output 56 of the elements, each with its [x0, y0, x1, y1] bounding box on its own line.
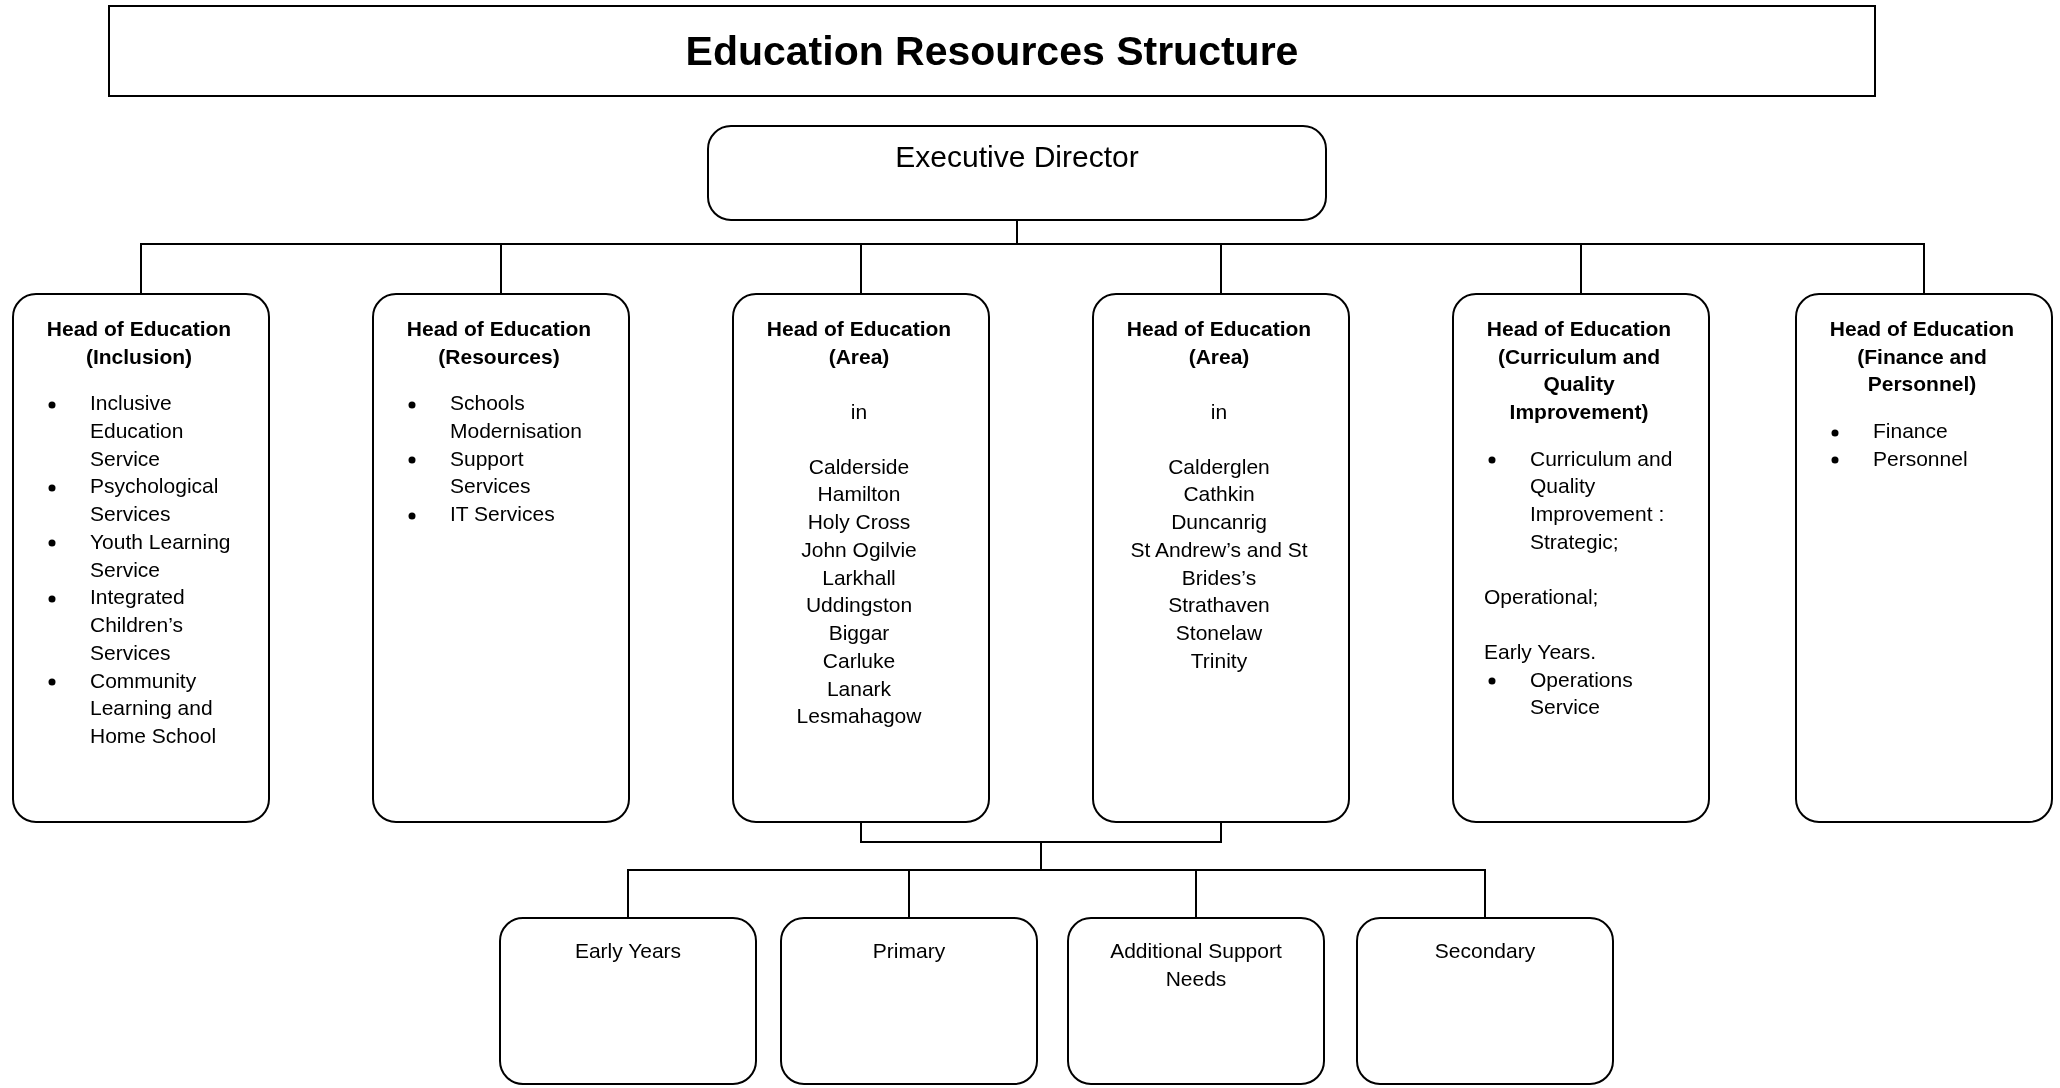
- bullet-item: Community Learning and Home School: [44, 666, 234, 750]
- box-heading: Head of Education (Curriculum and Quality Improvement): [1485, 316, 1673, 426]
- org-box: [1795, 293, 2053, 823]
- bullet-item: Integrated Children’s Services: [44, 583, 234, 667]
- box-text: John Ogilvie: [800, 536, 918, 563]
- bullet-item: Support Services: [404, 444, 594, 501]
- box-heading: Head of Education (Inclusion): [45, 316, 233, 370]
- title: Education Resources Structure: [685, 27, 1299, 75]
- bullet-item: Finance: [1827, 417, 2017, 445]
- box-text: Holy Cross: [806, 509, 912, 536]
- box-text: Executive Director: [894, 139, 1140, 175]
- org-box: [499, 917, 757, 1085]
- box-text: in: [1209, 398, 1229, 425]
- box-heading: Head of Education (Finance and Personnel): [1828, 316, 2016, 398]
- bullet-item: Personnel: [1827, 444, 2017, 473]
- box-text: Early Years: [573, 938, 683, 964]
- box-heading: Head of Education (Area): [765, 316, 953, 370]
- org-box: [780, 917, 1038, 1085]
- org-box: [1067, 917, 1325, 1085]
- bullet-item: Inclusive Education Service: [44, 389, 234, 473]
- box-text: Secondary: [1433, 938, 1537, 964]
- box-text: Calderglen: [1167, 453, 1271, 480]
- box-heading: Head of Education (Resources): [405, 316, 593, 370]
- box-text: Calderside: [807, 453, 911, 480]
- box-text: Biggar: [827, 620, 891, 647]
- box-text: Early Years.: [1484, 638, 1598, 665]
- bullet-item: IT Services: [404, 500, 594, 528]
- box-text: St Andrew’s and St Brides’s: [1129, 536, 1309, 591]
- box-text: Lesmahagow: [795, 703, 923, 730]
- box-text: Operational;: [1484, 583, 1600, 610]
- bullet-item: Operations Service: [1484, 665, 1674, 722]
- org-box: [1356, 917, 1614, 1085]
- box-text: in: [849, 398, 869, 425]
- box-text: Uddingston: [804, 592, 914, 619]
- bullet-item: Youth Learning Service: [44, 527, 234, 584]
- box-text: Stonelaw: [1174, 620, 1264, 647]
- box-text: Carluke: [821, 647, 897, 674]
- box-text: Larkhall: [821, 564, 897, 591]
- box-text: Primary: [871, 938, 947, 964]
- box-text: Lanark: [825, 675, 893, 702]
- org-box: [732, 293, 990, 823]
- org-box: [372, 293, 630, 823]
- org-box: [1092, 293, 1350, 823]
- org-box: [12, 293, 270, 823]
- box-text: Strathaven: [1167, 592, 1271, 619]
- bullet-item: Psychological Services: [44, 472, 234, 528]
- box-text: Trinity: [1189, 647, 1249, 674]
- box-text: Additional Support Needs: [1109, 938, 1283, 992]
- org-box: [707, 125, 1327, 221]
- bullet-item: Curriculum and Quality Improvement : Strategic;: [1484, 444, 1674, 556]
- org-box: [1452, 293, 1710, 823]
- box-text: Hamilton: [816, 481, 902, 508]
- box-heading: Head of Education (Area): [1125, 316, 1313, 370]
- box-text: Duncanrig: [1170, 509, 1268, 536]
- bullet-item: Schools Modernisation: [404, 389, 594, 445]
- box-text: Cathkin: [1182, 481, 1256, 508]
